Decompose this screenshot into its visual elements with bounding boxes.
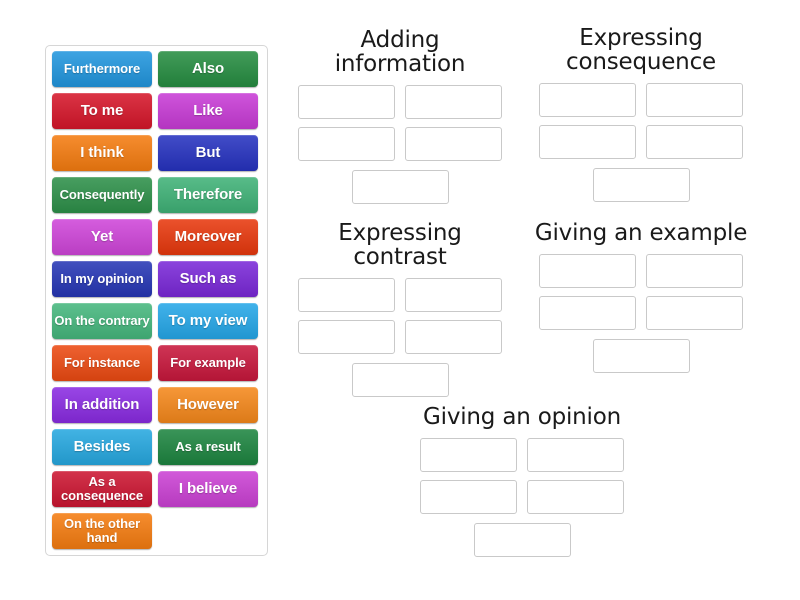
drop-zone-row bbox=[292, 169, 508, 205]
word-tile[interactable]: As a result bbox=[158, 429, 258, 465]
category-title: Adding information bbox=[334, 27, 466, 78]
drop-zone[interactable] bbox=[539, 83, 636, 118]
word-tile[interactable]: Moreover bbox=[158, 219, 258, 255]
drop-zone-group bbox=[532, 254, 750, 374]
word-tile[interactable]: Like bbox=[158, 93, 258, 129]
drop-zone[interactable] bbox=[298, 278, 395, 313]
drop-zone[interactable] bbox=[405, 127, 502, 162]
word-tile[interactable]: Besides bbox=[52, 429, 152, 465]
word-tile[interactable]: For instance bbox=[52, 345, 152, 381]
drop-zone-group bbox=[292, 85, 508, 205]
drop-zone[interactable] bbox=[539, 296, 636, 331]
word-tile[interactable]: Therefore bbox=[158, 177, 258, 213]
drop-zone[interactable] bbox=[539, 125, 636, 160]
category-giving-an-opinion: Giving an opinion bbox=[412, 404, 632, 558]
word-tile[interactable]: To my view bbox=[158, 303, 258, 339]
drop-zone[interactable] bbox=[646, 125, 743, 160]
word-tile[interactable]: Furthermore bbox=[52, 51, 152, 87]
drop-zone-row bbox=[292, 362, 508, 398]
drop-zone[interactable] bbox=[405, 320, 502, 355]
drop-zone[interactable] bbox=[351, 363, 449, 398]
drop-zone[interactable] bbox=[473, 523, 571, 558]
drop-zone[interactable] bbox=[420, 438, 517, 473]
word-tile[interactable]: I believe bbox=[158, 471, 258, 507]
category-title: Expressing contrast bbox=[338, 220, 462, 271]
drop-zone[interactable] bbox=[298, 320, 395, 355]
category-title: Giving an opinion bbox=[423, 404, 621, 430]
drop-zone[interactable] bbox=[527, 438, 624, 473]
drop-zone-row bbox=[412, 522, 632, 558]
word-tile[interactable]: To me bbox=[52, 93, 152, 129]
word-tile[interactable]: In my opinion bbox=[52, 261, 152, 297]
word-tile[interactable]: Such as bbox=[158, 261, 258, 297]
drop-zone-group bbox=[292, 278, 508, 398]
word-tile[interactable]: As a consequence bbox=[52, 471, 152, 507]
category-adding-information: Adding information bbox=[292, 27, 508, 205]
drop-zone[interactable] bbox=[405, 85, 502, 120]
drop-zone[interactable] bbox=[592, 168, 690, 203]
category-title: Expressing consequence bbox=[566, 25, 716, 76]
word-tile[interactable]: Also bbox=[158, 51, 258, 87]
drop-zone[interactable] bbox=[298, 127, 395, 162]
word-tile[interactable]: On the contrary bbox=[52, 303, 152, 339]
drop-zone[interactable] bbox=[420, 480, 517, 515]
drop-zone-group bbox=[532, 83, 750, 203]
drop-zone[interactable] bbox=[646, 254, 743, 289]
drop-zone[interactable] bbox=[646, 83, 743, 118]
word-tile[interactable]: I think bbox=[52, 135, 152, 171]
word-tile[interactable]: For example bbox=[158, 345, 258, 381]
drop-zone[interactable] bbox=[298, 85, 395, 120]
category-expressing-consequence: Expressing consequence bbox=[532, 25, 750, 203]
drop-zone[interactable] bbox=[527, 480, 624, 515]
word-tile[interactable]: On the other hand bbox=[52, 513, 152, 549]
drop-zone[interactable] bbox=[351, 170, 449, 205]
drop-zone-group bbox=[412, 438, 632, 558]
drop-zone-row bbox=[532, 338, 750, 374]
word-tile[interactable]: Consequently bbox=[52, 177, 152, 213]
category-title: Giving an example bbox=[534, 220, 748, 246]
drop-zone[interactable] bbox=[405, 278, 502, 313]
category-expressing-contrast: Expressing contrast bbox=[292, 220, 508, 398]
drop-zone[interactable] bbox=[592, 339, 690, 374]
drop-zone[interactable] bbox=[539, 254, 636, 289]
word-tile[interactable]: Yet bbox=[52, 219, 152, 255]
drop-zone[interactable] bbox=[646, 296, 743, 331]
word-tile[interactable]: In addition bbox=[52, 387, 152, 423]
word-tile[interactable]: But bbox=[158, 135, 258, 171]
word-tile[interactable]: However bbox=[158, 387, 258, 423]
drop-zone-row bbox=[532, 167, 750, 203]
category-giving-an-example: Giving an example bbox=[532, 220, 750, 374]
